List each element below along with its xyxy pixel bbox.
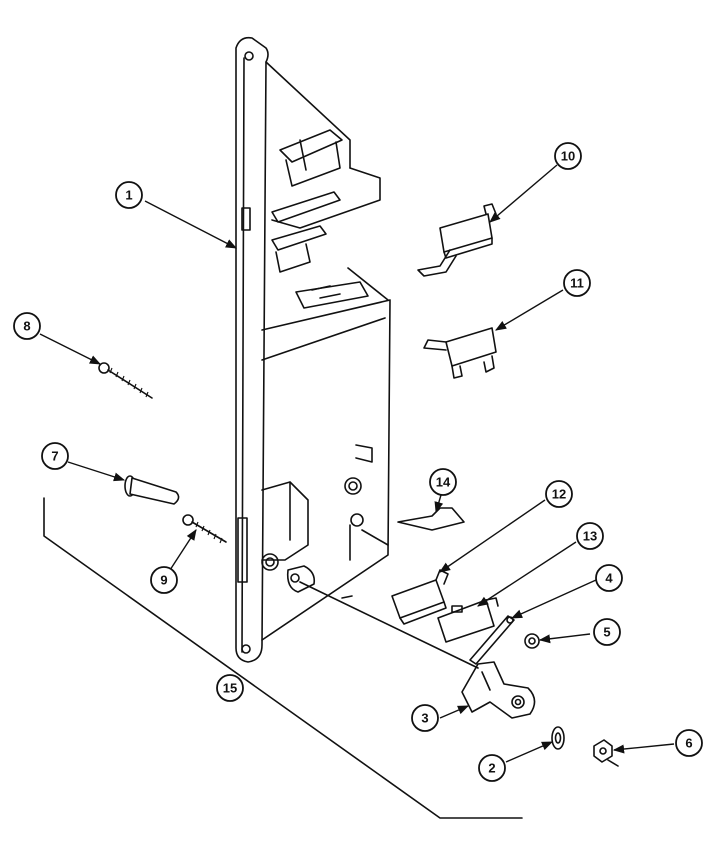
nut-5 xyxy=(524,633,540,649)
callout-6: 6 xyxy=(675,729,703,757)
switch-10 xyxy=(417,203,497,277)
svg-text:14: 14 xyxy=(436,475,451,490)
callout-13: 13 xyxy=(576,522,604,550)
callout-5: 5 xyxy=(593,618,621,646)
svg-text:12: 12 xyxy=(552,487,566,502)
screw-9 xyxy=(182,514,227,544)
bracket-14 xyxy=(397,507,465,531)
callout-4: 4 xyxy=(595,564,623,592)
switch-11 xyxy=(423,327,497,379)
leader-lines xyxy=(39,164,675,763)
latch-3 xyxy=(461,661,536,719)
callout-12: 12 xyxy=(545,480,573,508)
pin-7 xyxy=(124,475,180,505)
callout-3: 3 xyxy=(411,704,439,732)
nut-6 xyxy=(593,739,619,767)
lever-4 xyxy=(469,615,515,665)
callout-10: 10 xyxy=(554,142,582,170)
callout-11: 11 xyxy=(563,269,591,297)
svg-text:8: 8 xyxy=(23,319,30,334)
svg-text:9: 9 xyxy=(160,573,167,588)
callout-7: 7 xyxy=(41,442,69,470)
callout-8: 8 xyxy=(13,312,41,340)
screw-8 xyxy=(98,362,153,399)
svg-text:13: 13 xyxy=(583,529,597,544)
svg-text:7: 7 xyxy=(51,449,58,464)
switch-13 xyxy=(437,597,499,643)
washer-2 xyxy=(551,726,565,750)
svg-text:11: 11 xyxy=(570,276,584,291)
svg-text:1: 1 xyxy=(125,188,132,203)
svg-text:6: 6 xyxy=(685,736,692,751)
svg-text:3: 3 xyxy=(421,711,428,726)
callout-1: 1 xyxy=(115,181,143,209)
latch-frame xyxy=(235,36,391,663)
callout-15: 15 xyxy=(216,674,244,702)
svg-text:2: 2 xyxy=(488,761,495,776)
callout-9: 9 xyxy=(150,566,178,594)
svg-text:4: 4 xyxy=(605,571,613,586)
assembly-outline-15 xyxy=(43,497,523,819)
svg-text:10: 10 xyxy=(561,149,575,164)
callout-14: 14 xyxy=(429,468,457,496)
callout-2: 2 xyxy=(478,754,506,782)
svg-text:15: 15 xyxy=(223,681,237,696)
svg-text:5: 5 xyxy=(603,625,610,640)
switch-12 xyxy=(391,569,449,625)
